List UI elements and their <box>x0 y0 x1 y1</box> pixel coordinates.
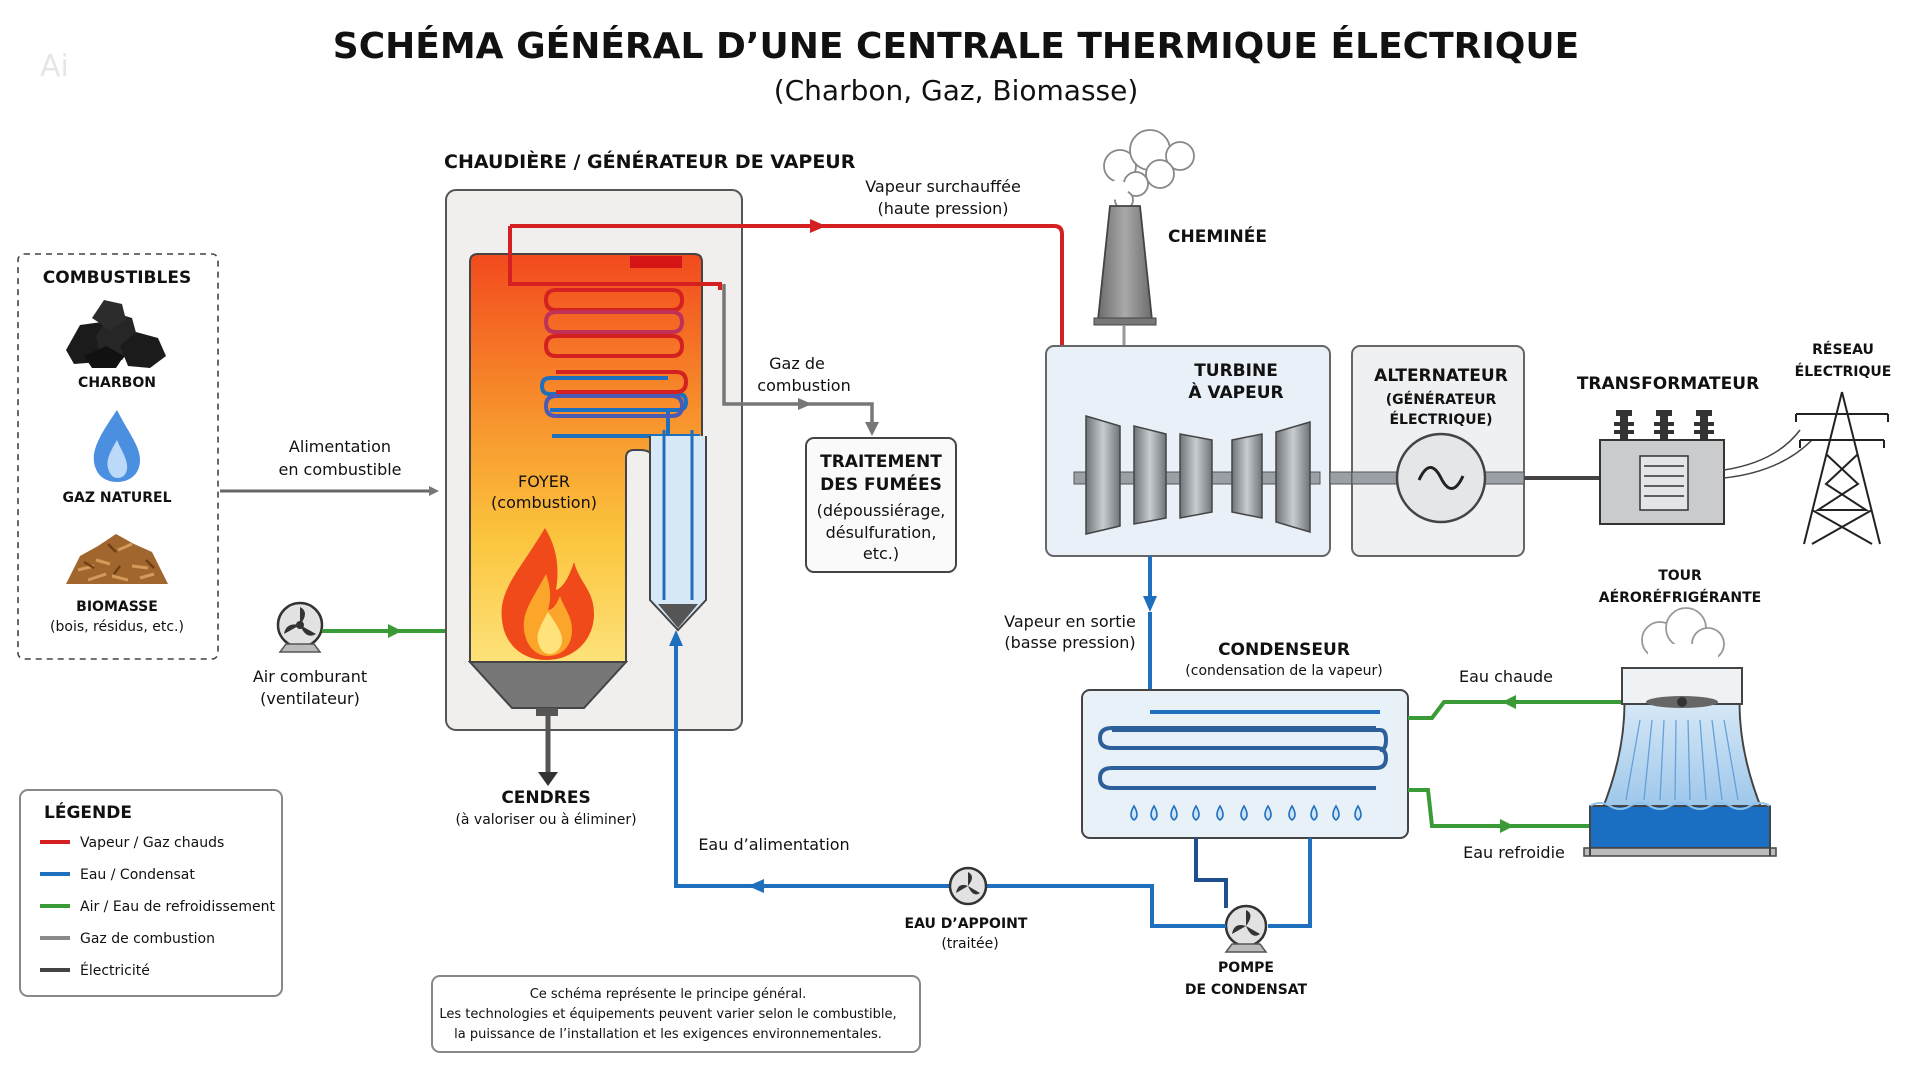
superheated-label-2: (haute pression) <box>877 199 1008 218</box>
fuel-feed-label-2: en combustible <box>278 460 401 479</box>
turbine-label-2: À VAPEUR <box>1188 381 1283 403</box>
cooling-tower <box>1583 667 1777 857</box>
exhaust-label-1: Vapeur en sortie <box>1004 612 1136 631</box>
cold-water-label: Eau refroidie <box>1463 843 1565 862</box>
air-label-1: Air comburant <box>253 667 367 686</box>
gas-label: GAZ NATUREL <box>63 490 172 506</box>
hot-water-arrow <box>1502 695 1516 709</box>
grid-label-2: ÉLECTRIQUE <box>1795 363 1892 380</box>
flue-gas-label-1: Gaz de <box>769 354 825 373</box>
biomass-detail: (bois, résidus, etc.) <box>50 619 184 635</box>
tower-label-2: AÉRORÉFRIGÉRANTE <box>1599 589 1761 606</box>
legend-item-0: Vapeur / Gaz chauds <box>80 835 224 851</box>
mixed-coils <box>543 310 685 418</box>
coal-icon <box>66 300 166 368</box>
flue-gas-label-2: combustion <box>757 376 850 395</box>
exhaust-label-2: (basse pression) <box>1004 633 1135 652</box>
air-supply-arrow <box>388 624 402 638</box>
superheated-steam-header <box>508 226 722 290</box>
foyer-label-2: (combustion) <box>491 493 597 512</box>
condenser-label-2: (condensation de la vapeur) <box>1185 663 1382 679</box>
legend-title: LÉGENDE <box>44 801 132 823</box>
air-fan-icon <box>276 601 324 653</box>
flue-treatment-label-5: etc.) <box>863 544 899 563</box>
condenser-label-1: CONDENSEUR <box>1218 640 1350 660</box>
transformer-icon <box>1599 410 1725 525</box>
fuels-title: COMBUSTIBLES <box>43 268 191 288</box>
chimney <box>1097 205 1153 321</box>
condenser-tubes <box>1097 726 1389 790</box>
alternator-label-2: (GÉNÉRATEUR <box>1386 391 1497 408</box>
exhaust-steam-arrow <box>1143 596 1157 612</box>
power-pylon-icon <box>1795 391 1889 545</box>
flue-gas-arrow-2 <box>865 422 879 436</box>
turbine-label-1: TURBINE <box>1194 361 1278 381</box>
page-title: SCHÉMA GÉNÉRAL D’UNE CENTRALE THERMIQUE … <box>333 25 1579 67</box>
legend-item-2: Air / Eau de refroidissement <box>80 899 276 915</box>
flame-icon <box>501 528 594 660</box>
biomass-wood-chips-icon <box>66 534 168 584</box>
chimney-label: CHEMINÉE <box>1168 225 1267 247</box>
hot-water-line <box>1408 700 1624 720</box>
cooling-tower-steam-icon <box>1641 607 1725 664</box>
flue-treatment-label-3: (dépoussiérage, <box>817 501 946 520</box>
flue-gas-arrow-1 <box>798 398 812 410</box>
ash-arrow <box>538 772 558 786</box>
coal-label: CHARBON <box>78 375 156 391</box>
condensate-outlet-line <box>1194 838 1228 908</box>
alternator-label-3: ÉLECTRIQUE) <box>1389 411 1492 428</box>
chimney-smoke-icon <box>1103 129 1195 210</box>
legend-item-4: Électricité <box>80 962 150 979</box>
watermark: Ai <box>40 49 69 84</box>
superheated-steam-arrow <box>810 219 826 233</box>
feed-water-arrow-2 <box>669 630 683 646</box>
makeup-label-1: EAU D’APPOINT <box>905 916 1028 932</box>
flue-treatment-label-2: DES FUMÉES <box>820 473 942 495</box>
downcomer-hopper <box>649 430 707 632</box>
note-line-3: la puissance de l’installation et les ex… <box>454 1027 882 1042</box>
grid-label-1: RÉSEAU <box>1812 341 1874 358</box>
note-line-2: Les technologies et équipements peuvent … <box>439 1007 896 1022</box>
condensate-pump-icon <box>1224 904 1268 953</box>
pump-label-1: POMPE <box>1218 960 1274 976</box>
pump-label-2: DE CONDENSAT <box>1185 982 1308 998</box>
shaft-1 <box>1329 471 1353 485</box>
superheated-label-1: Vapeur surchauffée <box>865 177 1021 196</box>
foyer-label-1: FOYER <box>518 472 570 491</box>
natural-gas-flame-icon <box>93 410 140 482</box>
condensate-droplets <box>1130 804 1362 821</box>
legend-item-1: Eau / Condensat <box>80 867 195 883</box>
biomass-label: BIOMASSE <box>76 599 158 615</box>
note-line-1: Ce schéma représente le principe général… <box>530 987 807 1002</box>
grid-wires <box>1723 429 1813 479</box>
makeup-water-pump-icon <box>948 866 988 906</box>
boiler-title: CHAUDIÈRE / GÉNÉRATEUR DE VAPEUR <box>444 150 856 173</box>
note-box: Ce schéma représente le principe général… <box>431 975 921 1053</box>
flue-treatment-box <box>805 437 957 573</box>
makeup-label-2: (traitée) <box>941 936 998 952</box>
flue-treatment-label-1: TRAITEMENT <box>820 452 942 472</box>
alternator-icon <box>1351 432 1525 524</box>
ashes-label-2: (à valoriser ou à éliminer) <box>455 812 636 828</box>
feed-water-label: Eau d’alimentation <box>698 835 849 854</box>
cold-water-arrow <box>1500 819 1514 833</box>
pump-return-line <box>1268 838 1312 928</box>
tower-label-1: TOUR <box>1658 568 1702 584</box>
flue-treatment-label-4: désulfuration, <box>826 523 937 542</box>
feed-water-line <box>674 636 1226 928</box>
ashes-label-1: CENDRES <box>501 788 590 808</box>
fuel-feed-label-1: Alimentation <box>289 437 391 456</box>
transformer-label: TRANSFORMATEUR <box>1577 374 1759 394</box>
legend-item-3: Gaz de combustion <box>80 931 215 947</box>
turbine-rotor-icon <box>1073 414 1321 535</box>
superheated-steam-line <box>510 224 1072 437</box>
page-subtitle: (Charbon, Gaz, Biomasse) <box>774 74 1139 107</box>
feed-water-arrow-1 <box>748 879 764 893</box>
air-label-2: (ventilateur) <box>260 689 360 708</box>
fuels-panel: COMBUSTIBLES CHARBON GAZ NATUREL BIOMASS… <box>17 253 219 660</box>
hot-water-label: Eau chaude <box>1459 667 1553 686</box>
alternator-label-1: ALTERNATEUR <box>1374 366 1508 386</box>
